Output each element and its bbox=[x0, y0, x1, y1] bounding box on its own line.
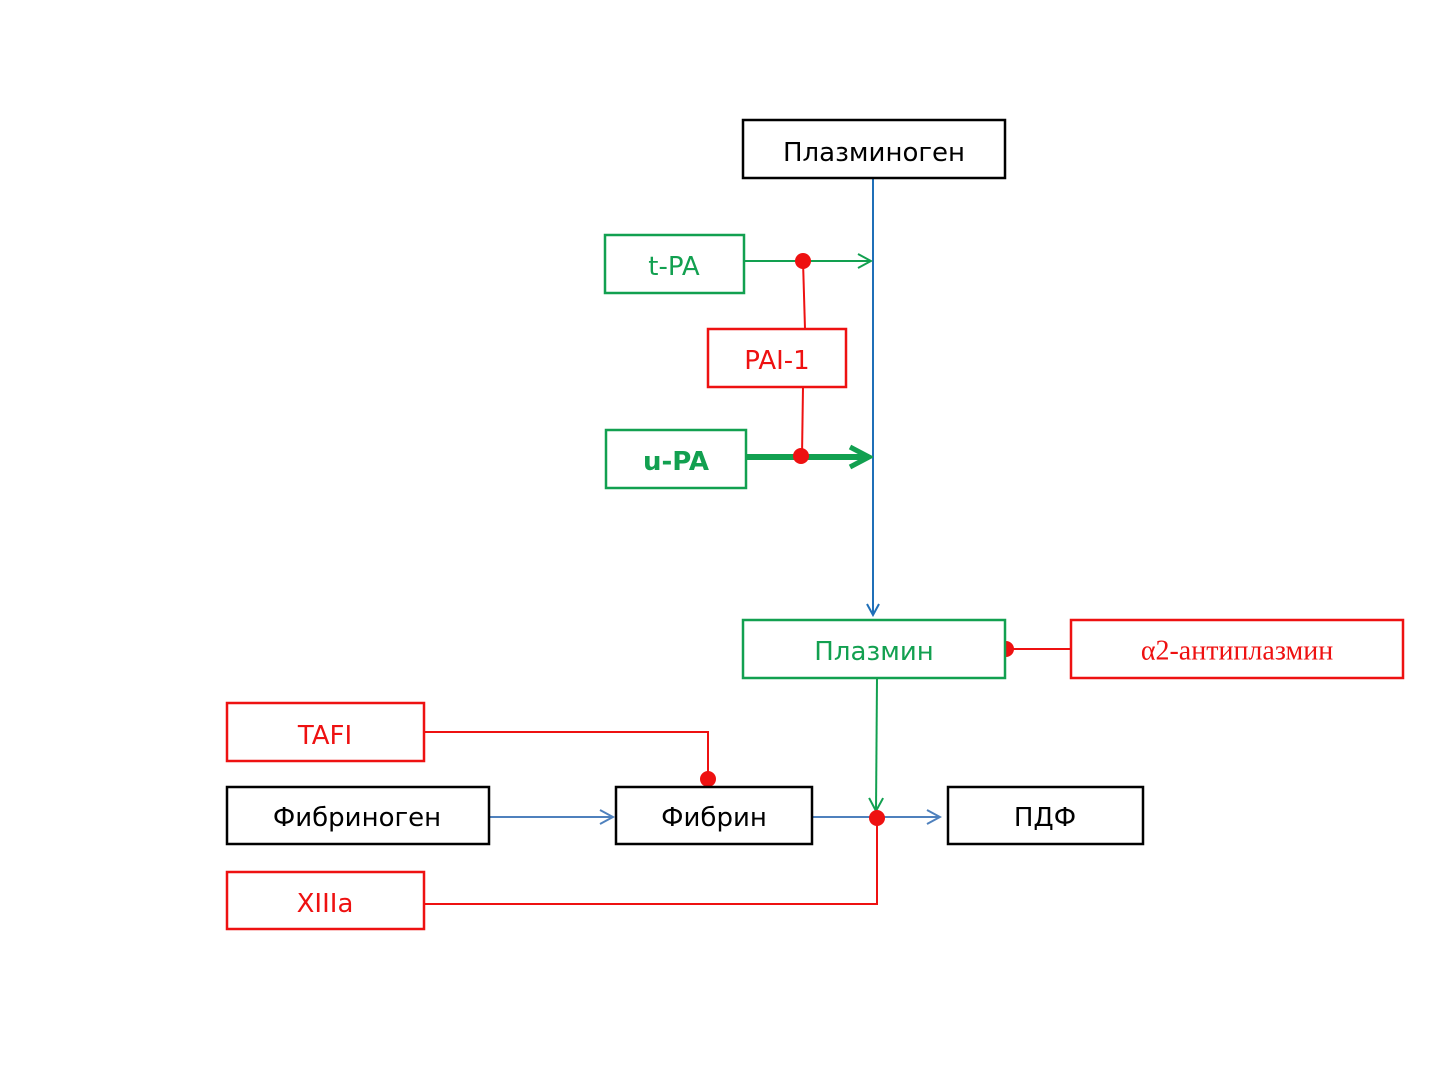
edge-xiiia-inhibition bbox=[424, 818, 878, 905]
inhibition-dot-fibrin bbox=[700, 771, 716, 787]
inhibition-dot-upa bbox=[793, 448, 809, 464]
node-pai1-label: PAI-1 bbox=[744, 346, 809, 376]
node-plasminogen-label: Плазминоген bbox=[783, 138, 965, 168]
node-tpa-label: t-PA bbox=[648, 252, 700, 282]
node-tafi-label: TAFI bbox=[297, 721, 352, 751]
node-xiiia-label: XIIIa bbox=[297, 889, 354, 919]
edge-tafi-inhibition bbox=[424, 731, 709, 779]
node-upa: u-PA bbox=[604, 428, 748, 490]
node-fibrinogen-label: Фибриноген bbox=[273, 803, 441, 833]
edge-plasmin-degradation bbox=[876, 677, 877, 811]
node-xiiia: XIIIa bbox=[225, 870, 426, 931]
node-tpa: t-PA bbox=[603, 233, 746, 295]
node-pdf: ПДФ bbox=[946, 785, 1145, 846]
node-upa-label: u-PA bbox=[643, 447, 709, 477]
node-antiplasmin-label: α2-антиплазмин bbox=[1141, 636, 1333, 667]
edge-pai1-tpa-inhibition bbox=[802, 260, 806, 330]
node-plasminogen: Плазминоген bbox=[741, 118, 1007, 180]
node-fibrin-label: Фибрин bbox=[661, 803, 767, 833]
node-pdf-label: ПДФ bbox=[1014, 803, 1076, 833]
node-plasmin: Плазмин bbox=[741, 618, 1007, 680]
inhibition-dot-tpa bbox=[795, 253, 811, 269]
node-fibrinogen: Фибриноген bbox=[225, 785, 491, 846]
edge-pai1-upa-inhibition bbox=[801, 386, 804, 457]
node-tafi: TAFI bbox=[225, 701, 426, 763]
inhibition-dot-degradation bbox=[869, 810, 885, 826]
node-fibrin: Фибрин bbox=[614, 785, 814, 846]
node-pai1: PAI-1 bbox=[706, 327, 848, 389]
node-antiplasmin: α2-антиплазмин bbox=[1069, 618, 1405, 680]
node-plasmin-label: Плазмин bbox=[814, 637, 933, 667]
